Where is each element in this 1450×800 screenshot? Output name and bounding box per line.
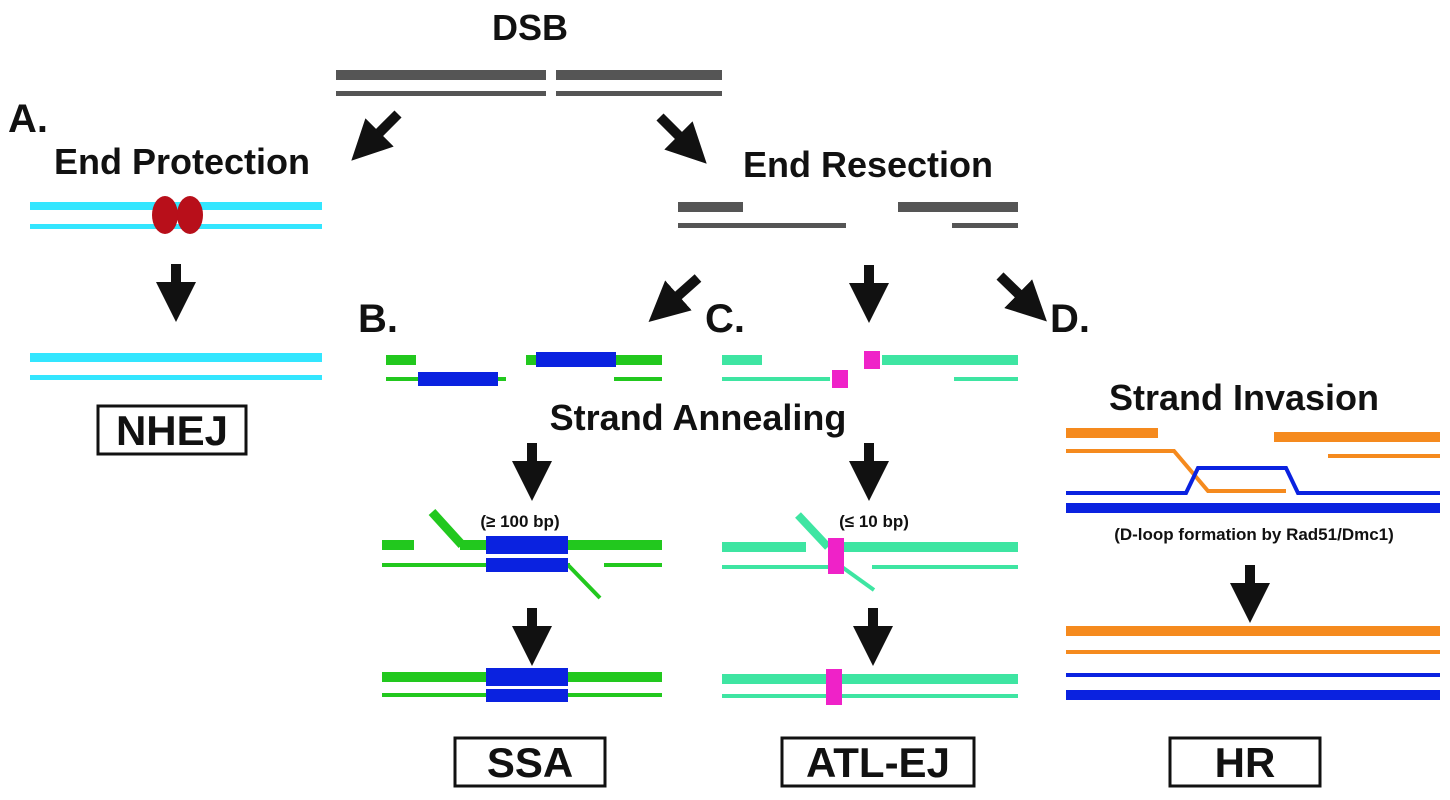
arrow-to-ssa [648, 274, 702, 322]
strand-invasion-label: Strand Invasion [1109, 377, 1379, 418]
hr-dloop-intermediate [1066, 428, 1440, 513]
ku-protein-icon [152, 196, 203, 234]
panel-c-label: C. [705, 297, 745, 341]
ssa-label: SSA [487, 739, 573, 786]
panel-d-label: D. [1050, 297, 1090, 341]
dsb-label: DSB [492, 7, 568, 48]
atl-resected-ends [722, 351, 1018, 388]
end-protection-label: End Protection [54, 141, 310, 182]
hr-label: HR [1215, 739, 1276, 786]
ssa-resected-ends [386, 352, 662, 386]
panel-a-label: A. [8, 97, 48, 141]
atl-homology-length: (≤ 10 bp) [839, 512, 909, 531]
resected-ends [678, 202, 1018, 228]
atl-ej-label: ATL-EJ [806, 739, 950, 786]
ssa-repaired-duplex [382, 668, 662, 702]
panel-b-label: B. [358, 297, 398, 341]
arrow-to-hr [996, 272, 1047, 322]
ssa-outcome-box: SSA [453, 736, 607, 788]
hr-repaired-duplexes [1066, 626, 1440, 700]
atl-annealed-intermediate [722, 512, 1018, 592]
nhej-outcome-box: NHEJ [96, 404, 248, 456]
strand-annealing-label: Strand Annealing [550, 397, 847, 438]
nhej-repaired-duplex [30, 353, 322, 380]
dsb-broken-duplex [336, 70, 722, 96]
arrow-to-end-protection [351, 110, 402, 161]
arrow-to-end-resection [656, 113, 707, 164]
hr-outcome-box: HR [1168, 736, 1322, 788]
nhej-label: NHEJ [116, 407, 228, 454]
atl-repaired-duplex [722, 669, 1018, 705]
ssa-annealed-intermediate [382, 508, 662, 600]
ssa-homology-length: (≥ 100 bp) [480, 512, 559, 531]
end-resection-label: End Resection [743, 144, 993, 185]
atl-ej-outcome-box: ATL-EJ [780, 736, 976, 788]
dloop-formation-label: (D-loop formation by Rad51/Dmc1) [1114, 525, 1394, 544]
